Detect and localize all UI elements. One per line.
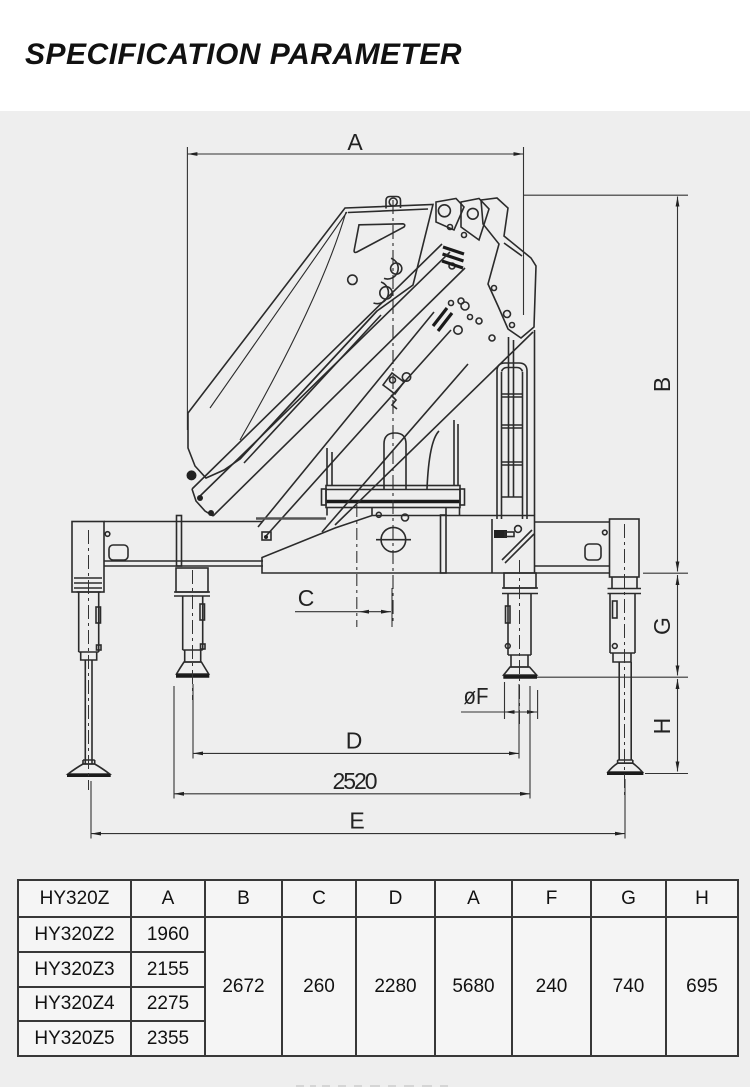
svg-text:2520: 2520 (333, 768, 378, 794)
svg-text:G: G (649, 617, 675, 635)
svg-text:H: H (649, 718, 675, 735)
svg-text:E: E (349, 808, 364, 834)
svg-text:D: D (346, 728, 363, 754)
svg-text:A: A (347, 129, 363, 155)
svg-text:øF: øF (464, 683, 489, 709)
svg-text:C: C (298, 585, 315, 611)
svg-text:B: B (649, 377, 675, 392)
